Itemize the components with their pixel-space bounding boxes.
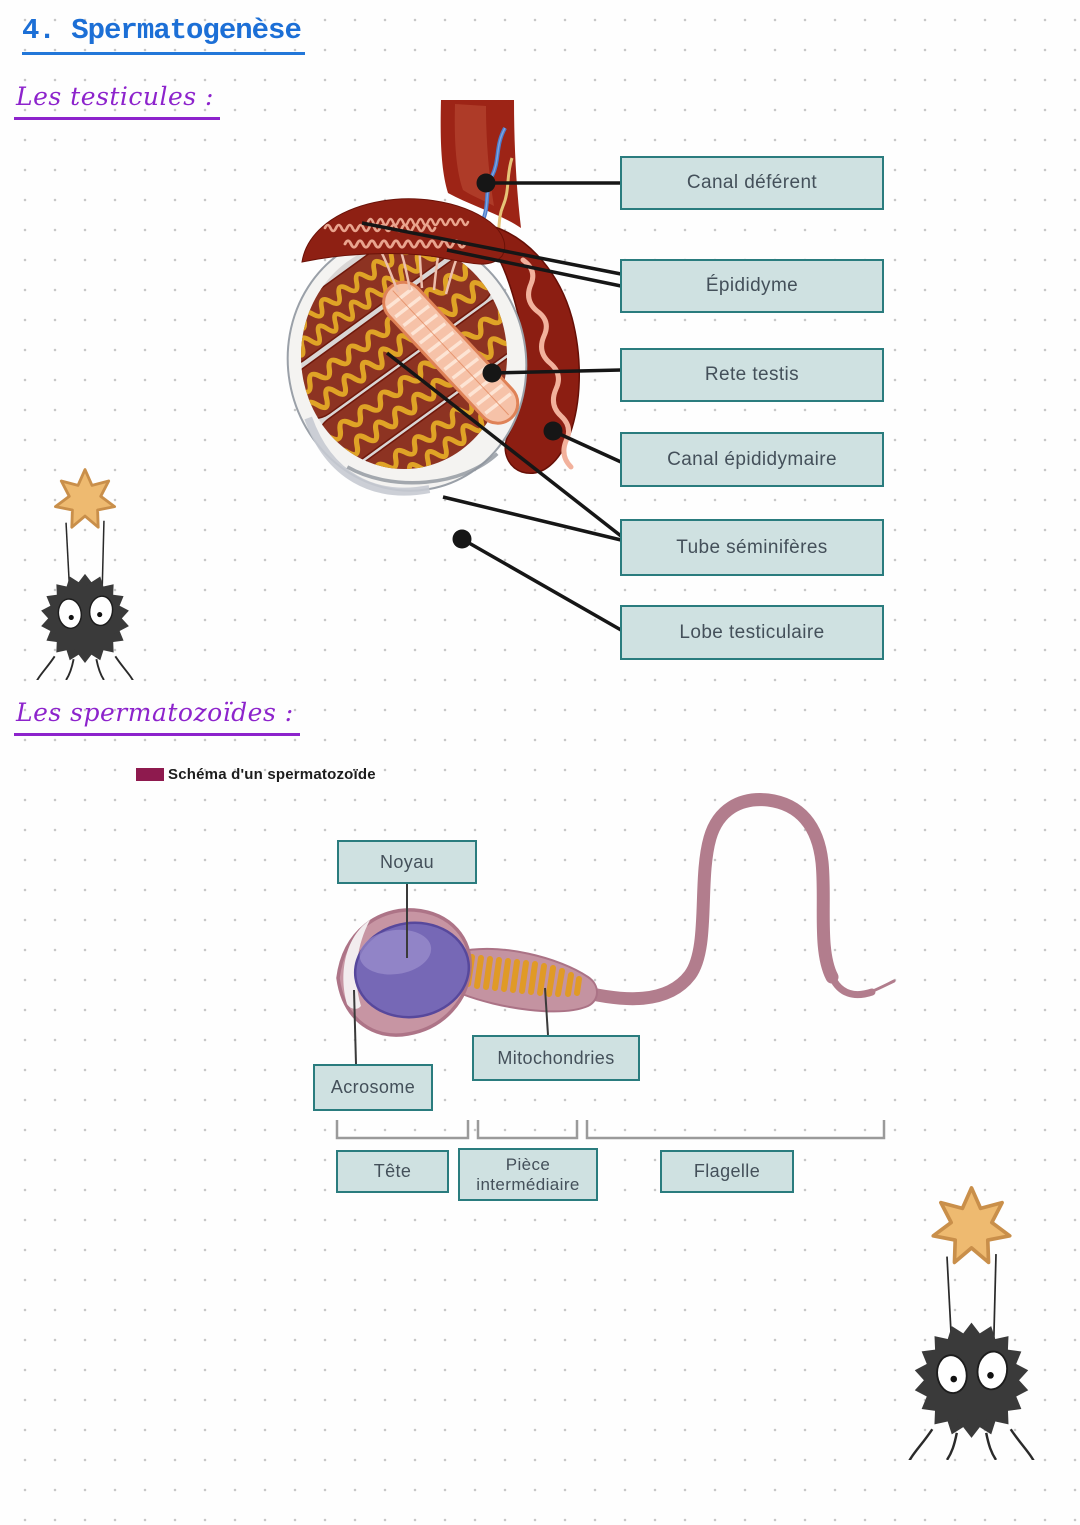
label-noyau: Noyau (337, 840, 477, 884)
label-mitochondries: Mitochondries (472, 1035, 640, 1081)
label-flagelle: Flagelle (660, 1150, 794, 1193)
label-tube-seminiferes: Tube séminifères (620, 519, 884, 576)
section-heading-spermatozoides: Les spermatozoïdes : (14, 698, 300, 736)
figure-legend: Schéma d'un spermatozoïde (136, 766, 376, 783)
star-candy-icon (54, 468, 116, 529)
sperm-illustration (335, 793, 896, 1140)
label-epididyme: Épididyme (620, 259, 884, 313)
testicle-illustration (286, 100, 623, 632)
soot-sprite-character-2 (908, 1186, 1035, 1460)
sprite-body (36, 573, 134, 680)
sprite-eyes (57, 595, 114, 629)
label-acrosome: Acrosome (313, 1064, 433, 1111)
label-tete: Tête (336, 1150, 449, 1193)
sperm-callout-lines (353, 884, 549, 1065)
nucleus (353, 921, 471, 1019)
soot-sprite-character (36, 468, 134, 680)
sprite-legs (36, 655, 134, 680)
sprite-legs (908, 1428, 1035, 1460)
sperm-head (336, 908, 472, 1037)
sprite-eyes (936, 1350, 1009, 1394)
region-brackets (335, 1120, 886, 1140)
star-candy-icon (931, 1186, 1012, 1265)
label-canal-deferent: Canal déférent (620, 156, 884, 210)
rete-testis-structure (382, 280, 520, 425)
legend-caption: Schéma d'un spermatozoïde (168, 766, 376, 783)
legend-swatch (136, 768, 164, 781)
epididymis-body (483, 225, 581, 474)
sprite-body (908, 1322, 1035, 1460)
label-canal-epididymaire: Canal épididymaire (620, 432, 884, 487)
callout-lines (361, 173, 623, 632)
flagellum (568, 793, 896, 1006)
label-rete-testis: Rete testis (620, 348, 884, 402)
page-title: 4. Spermatogenèse (22, 14, 305, 55)
midpiece (449, 948, 598, 1013)
section-heading-testicules: Les testicules : (14, 82, 220, 120)
label-piece-intermediaire: Pièce intermédiaire (458, 1148, 598, 1201)
label-lobe-testiculaire: Lobe testiculaire (620, 605, 884, 660)
